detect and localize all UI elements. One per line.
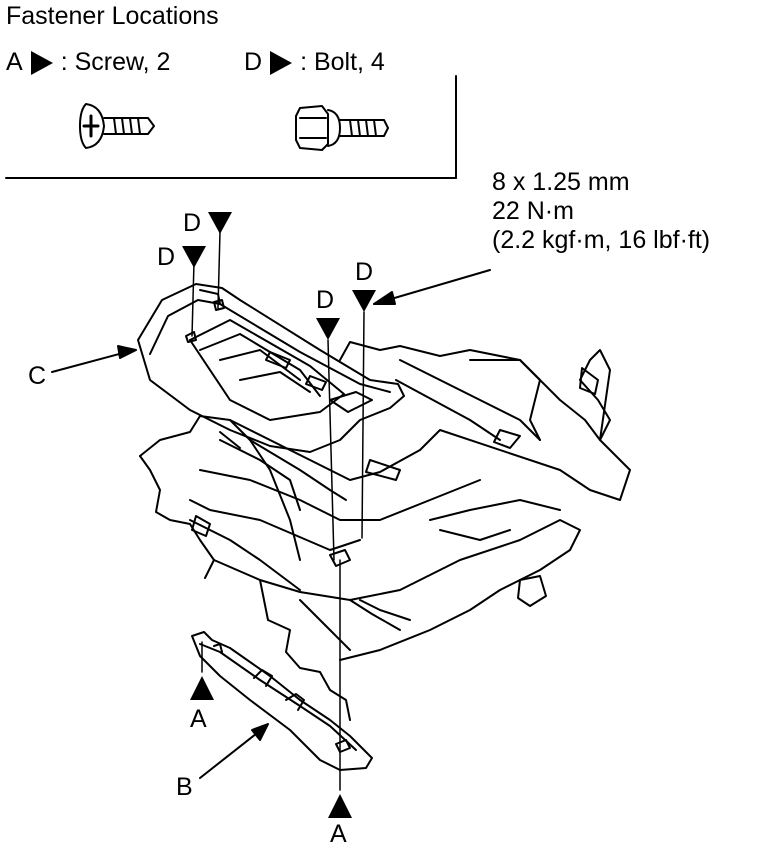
legend-bolt-letter: D	[244, 48, 263, 76]
torque-leader	[373, 269, 491, 305]
leader-b	[199, 723, 269, 779]
bolt-icon	[295, 105, 389, 151]
legend-title: Fastener Locations	[6, 2, 219, 30]
torque-spec-metric: 22 N·m	[492, 197, 574, 225]
legend-screw-letter: A	[6, 48, 23, 76]
callout-b-label: B	[176, 773, 193, 801]
arrow-marker-icon	[208, 212, 232, 234]
leader-c	[51, 345, 137, 373]
callout-c-label: C	[28, 362, 47, 390]
legend-screw-entry: A : Screw, 2	[6, 50, 170, 75]
arrow-marker-icon	[182, 246, 206, 268]
callout-arrows	[182, 212, 376, 818]
arrow-marker-icon	[316, 318, 340, 340]
torque-spec: 8 x 1.25 mm 22 N·m (2.2 kgf·m, 16 lbf·ft…	[492, 168, 710, 255]
legend-box	[5, 75, 457, 179]
torque-spec-imperial: (2.2 kgf·m, 16 lbf·ft)	[492, 226, 711, 254]
legend-bolt-entry: D : Bolt, 4	[244, 50, 385, 75]
callout-d-label: D	[316, 286, 335, 314]
callout-d-label: D	[183, 209, 202, 237]
seat-base-frame	[139, 341, 631, 721]
legend-bolt-text: : Bolt, 4	[300, 48, 385, 76]
front-trim-cover	[191, 631, 373, 771]
callout-d-label: D	[355, 258, 374, 286]
legend-screw-text: : Screw, 2	[60, 48, 171, 76]
torque-spec-size: 8 x 1.25 mm	[492, 168, 630, 196]
callout-d-label: D	[157, 243, 176, 271]
arrow-marker-icon	[30, 50, 53, 75]
arrow-marker-icon	[352, 290, 376, 312]
callout-a-label: A	[190, 705, 207, 733]
screw-icon	[79, 103, 155, 149]
arrow-marker-icon	[190, 676, 214, 700]
callout-a-label: A	[330, 820, 347, 848]
arrow-marker-icon	[328, 794, 352, 818]
arrow-marker-icon	[270, 50, 293, 75]
fastener-guide-lines	[191, 231, 365, 791]
cushion-pan	[137, 283, 405, 453]
